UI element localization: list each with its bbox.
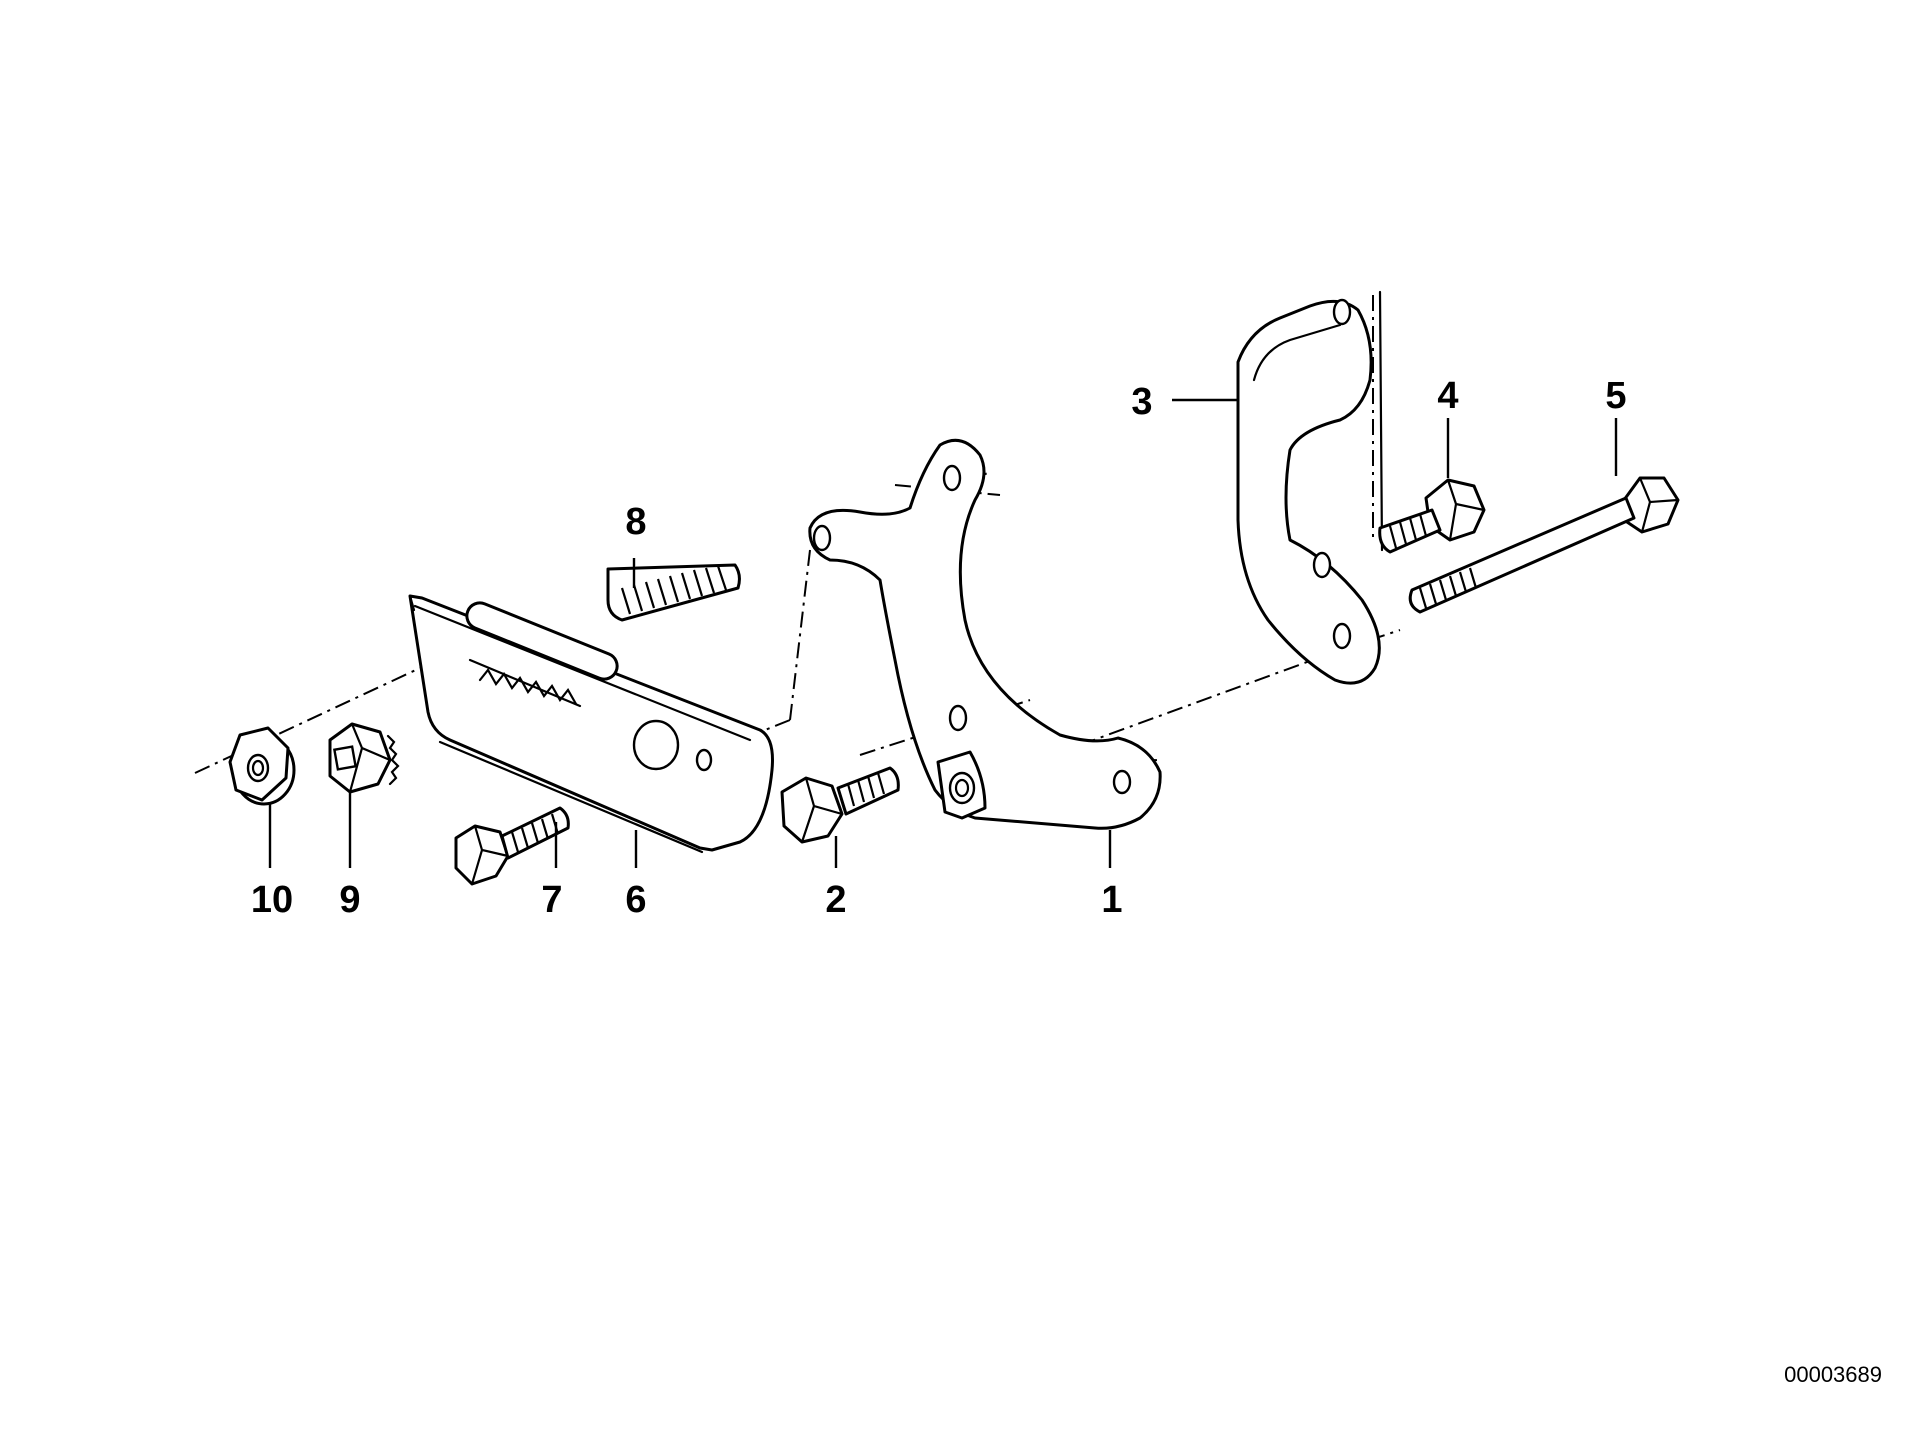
callout-8: 8 — [625, 501, 646, 543]
callout-5: 5 — [1605, 375, 1626, 417]
callout-10: 10 — [251, 879, 293, 921]
flange-nut-part-10 — [228, 726, 296, 806]
callout-4: 4 — [1437, 375, 1458, 417]
adjusting-bracket-part-6 — [408, 594, 774, 854]
document-number: 00003689 — [1784, 1362, 1882, 1387]
callout-6: 6 — [625, 879, 646, 921]
long-bolt-part-5 — [1408, 476, 1680, 614]
callout-9: 9 — [339, 879, 360, 921]
stud-part-8 — [606, 563, 741, 622]
callout-2: 2 — [825, 879, 846, 921]
main-bracket-part-1 — [808, 438, 1162, 830]
hex-bolt-part-7 — [454, 806, 570, 886]
callout-1: 1 — [1101, 879, 1122, 921]
callout-leaders — [268, 398, 1618, 868]
assembly-center-lines — [194, 295, 1401, 774]
lock-nut-part-9 — [328, 722, 400, 794]
callout-7: 7 — [541, 879, 562, 921]
offset-bracket-part-3 — [1236, 290, 1384, 685]
callout-3: 3 — [1131, 381, 1152, 423]
bolt-part-4 — [1378, 478, 1486, 554]
hex-bolt-part-2 — [780, 766, 900, 844]
